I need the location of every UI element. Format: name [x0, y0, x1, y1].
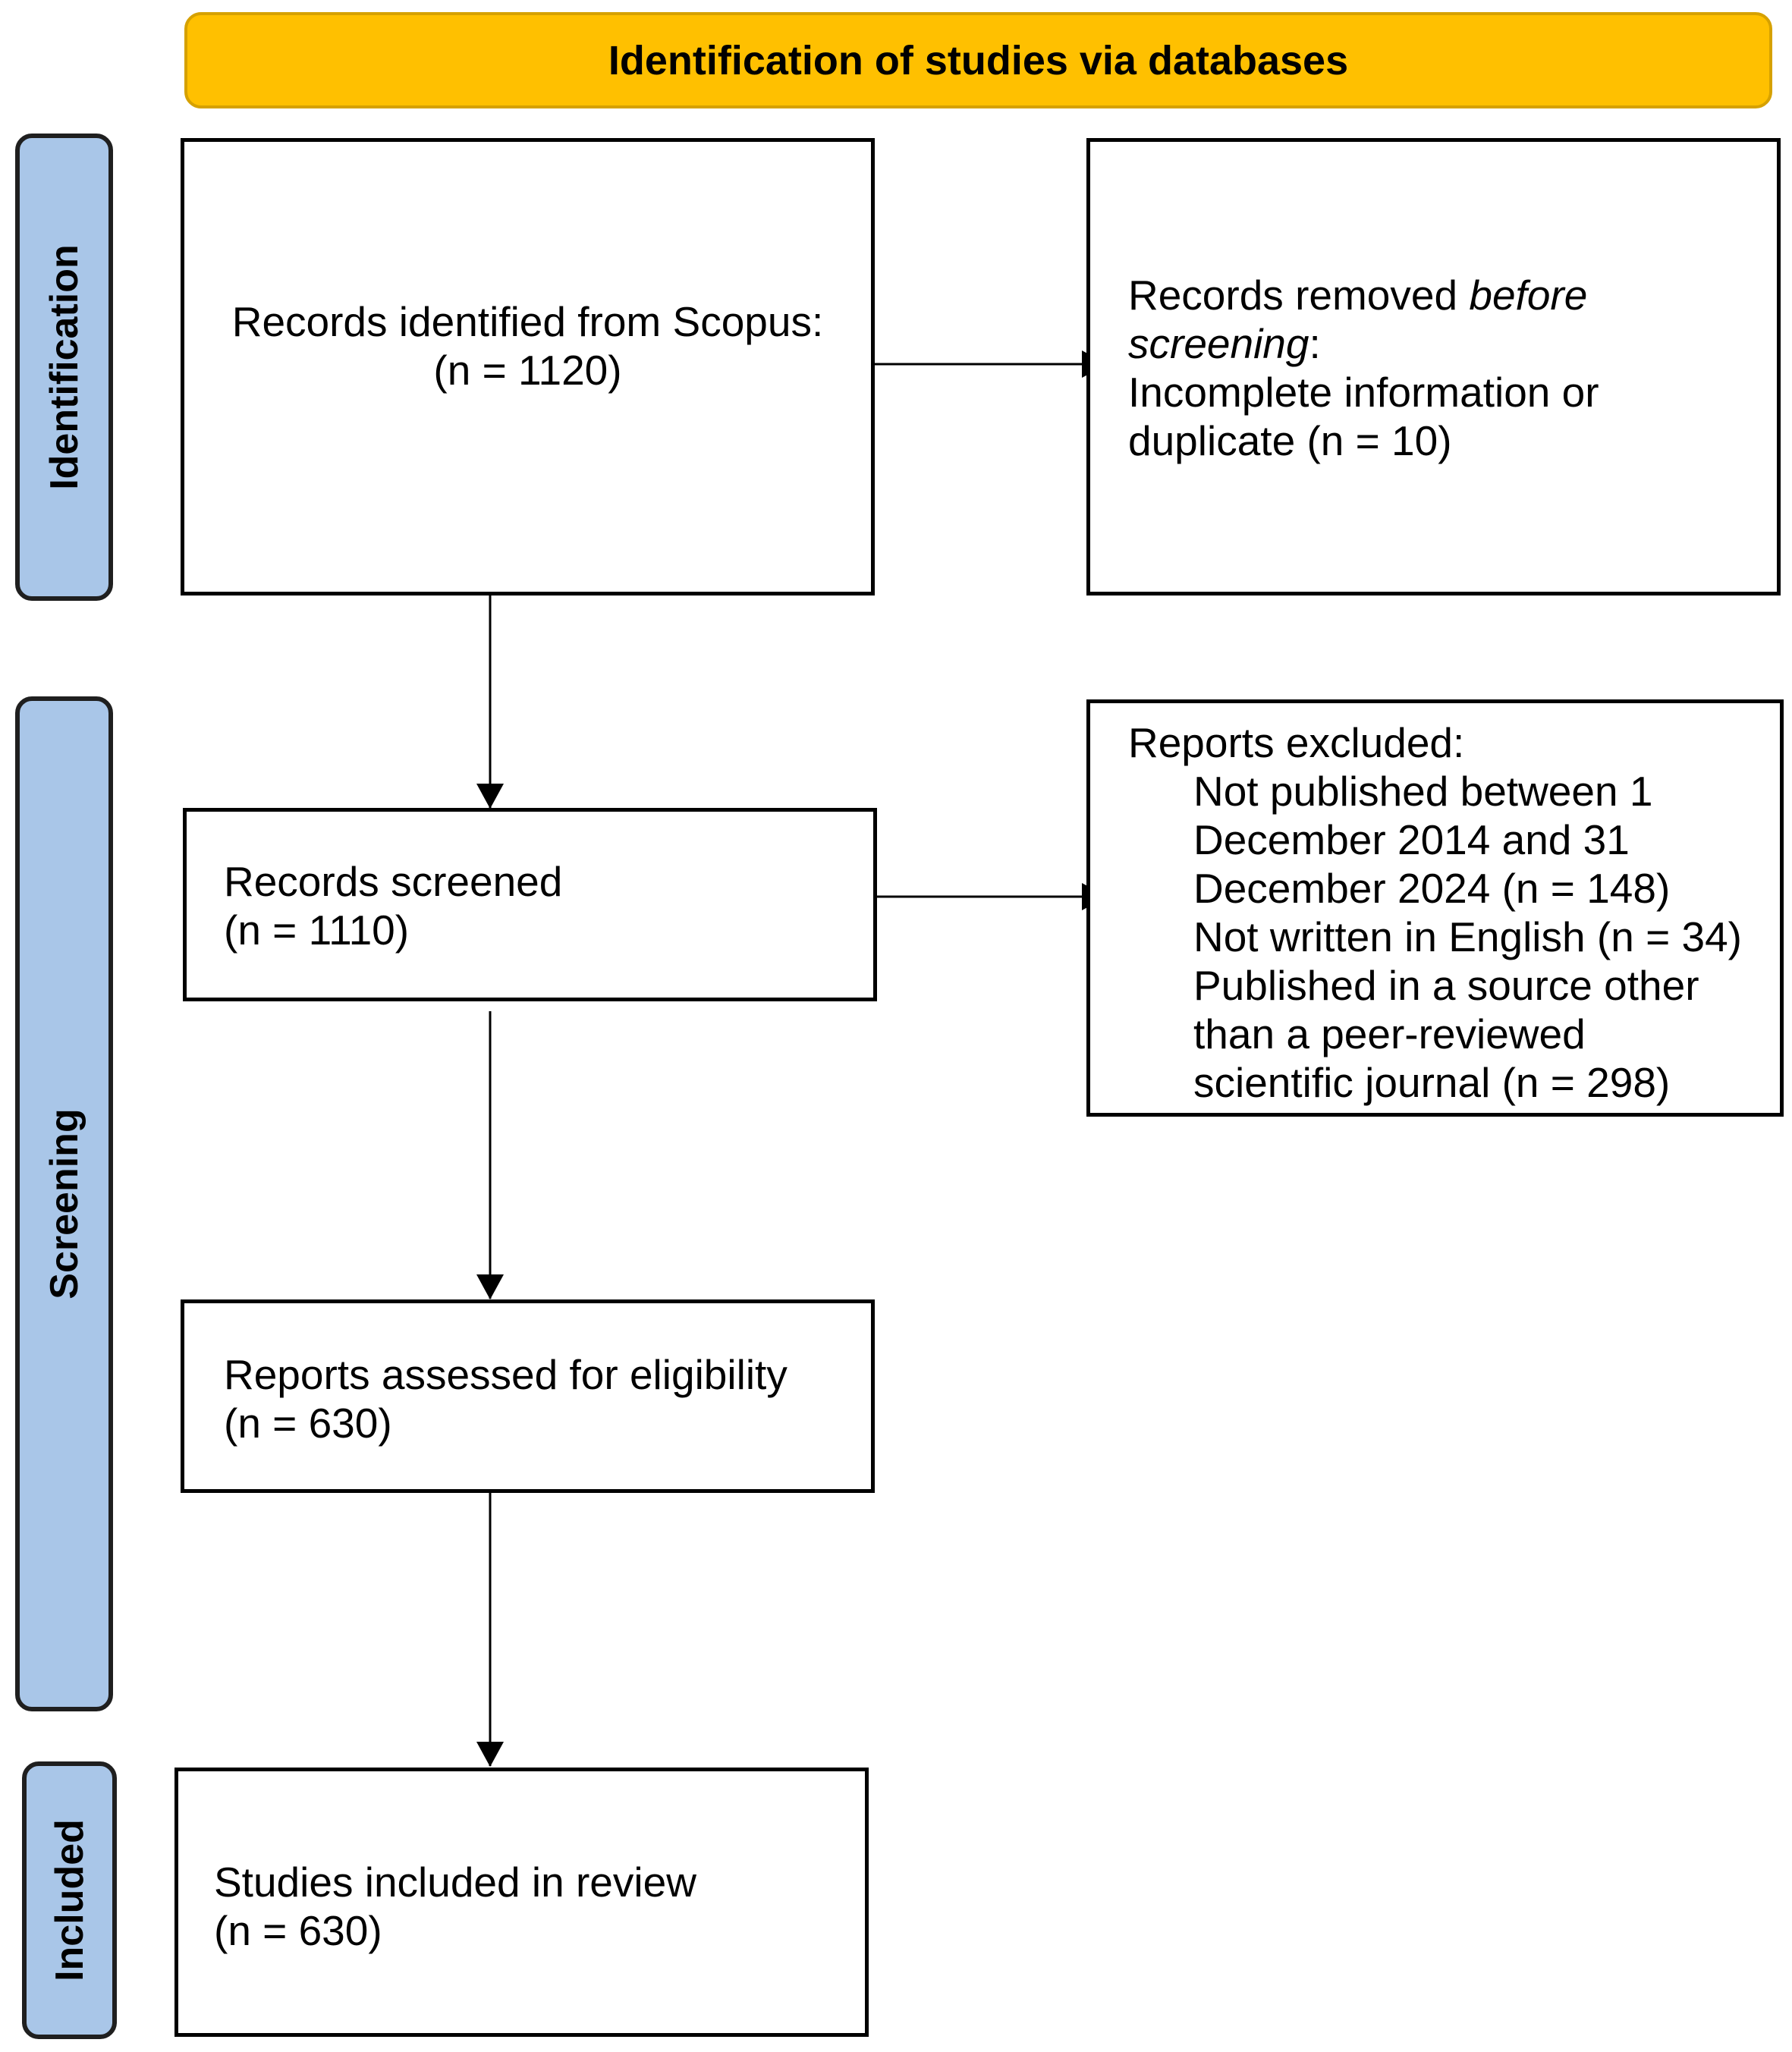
studies-included-count: (n = 630) — [214, 1907, 382, 1954]
records-removed-reason: Incomplete information or — [1128, 369, 1599, 416]
header-label: Identification of studies via databases — [608, 37, 1349, 83]
excluded-reason-line: Not written in English (n = 34) — [1193, 913, 1742, 960]
excluded-reason-line: December 2014 and 31 — [1193, 816, 1630, 863]
header-identification-of-studies: Identification of studies via databases — [184, 12, 1772, 108]
phase-included: Included — [22, 1761, 117, 2039]
records-removed-line-2: screening: — [1128, 319, 1777, 368]
phase-identification: Identification — [15, 134, 113, 601]
excluded-reason-line: than a peer-reviewed — [1193, 1010, 1586, 1057]
excluded-reason-line: scientific journal (n = 298) — [1193, 1059, 1671, 1106]
box-studies-included: Studies included in review (n = 630) — [174, 1768, 869, 2037]
records-removed-line-1: Records removed before — [1128, 271, 1777, 319]
reports-assessed-count: (n = 630) — [224, 1400, 392, 1447]
records-removed-count: duplicate (n = 10) — [1128, 417, 1452, 464]
arrowhead-included — [476, 1742, 504, 1767]
records-removed-screening: screening — [1128, 320, 1309, 367]
excluded-reason-line: December 2024 (n = 148) — [1193, 865, 1671, 912]
phase-screening: Screening — [15, 696, 113, 1711]
records-screened-label: Records screened — [224, 858, 563, 905]
records-identified-count: (n = 1120) — [433, 347, 622, 394]
box-records-identified: Records identified from Scopus: (n = 112… — [181, 138, 875, 595]
box-reports-excluded: Reports excluded: Not published between … — [1086, 699, 1784, 1117]
reports-excluded-title: Reports excluded: — [1128, 719, 1465, 766]
records-identified-label: Records identified from Scopus: — [231, 298, 824, 345]
arrowhead-screened — [476, 784, 504, 809]
records-removed-text: Records removed — [1128, 272, 1470, 319]
reports-excluded-list: Not published between 1 December 2014 an… — [1128, 767, 1780, 1107]
excluded-reason-line: Not published between 1 — [1193, 768, 1653, 815]
box-reports-assessed: Reports assessed for eligibility (n = 63… — [181, 1299, 875, 1493]
excluded-reason-line: Published in a source other — [1193, 962, 1699, 1009]
records-screened-count: (n = 1110) — [224, 907, 410, 954]
studies-included-label: Studies included in review — [214, 1859, 696, 1906]
box-records-screened: Records screened (n = 1110) — [183, 808, 877, 1001]
box-records-removed: Records removed before screening: Incomp… — [1086, 138, 1781, 595]
reports-assessed-label: Reports assessed for eligibility — [224, 1351, 788, 1398]
arrowhead-assessed — [476, 1274, 504, 1299]
records-removed-colon: : — [1309, 320, 1321, 367]
records-removed-before: before — [1469, 272, 1588, 319]
